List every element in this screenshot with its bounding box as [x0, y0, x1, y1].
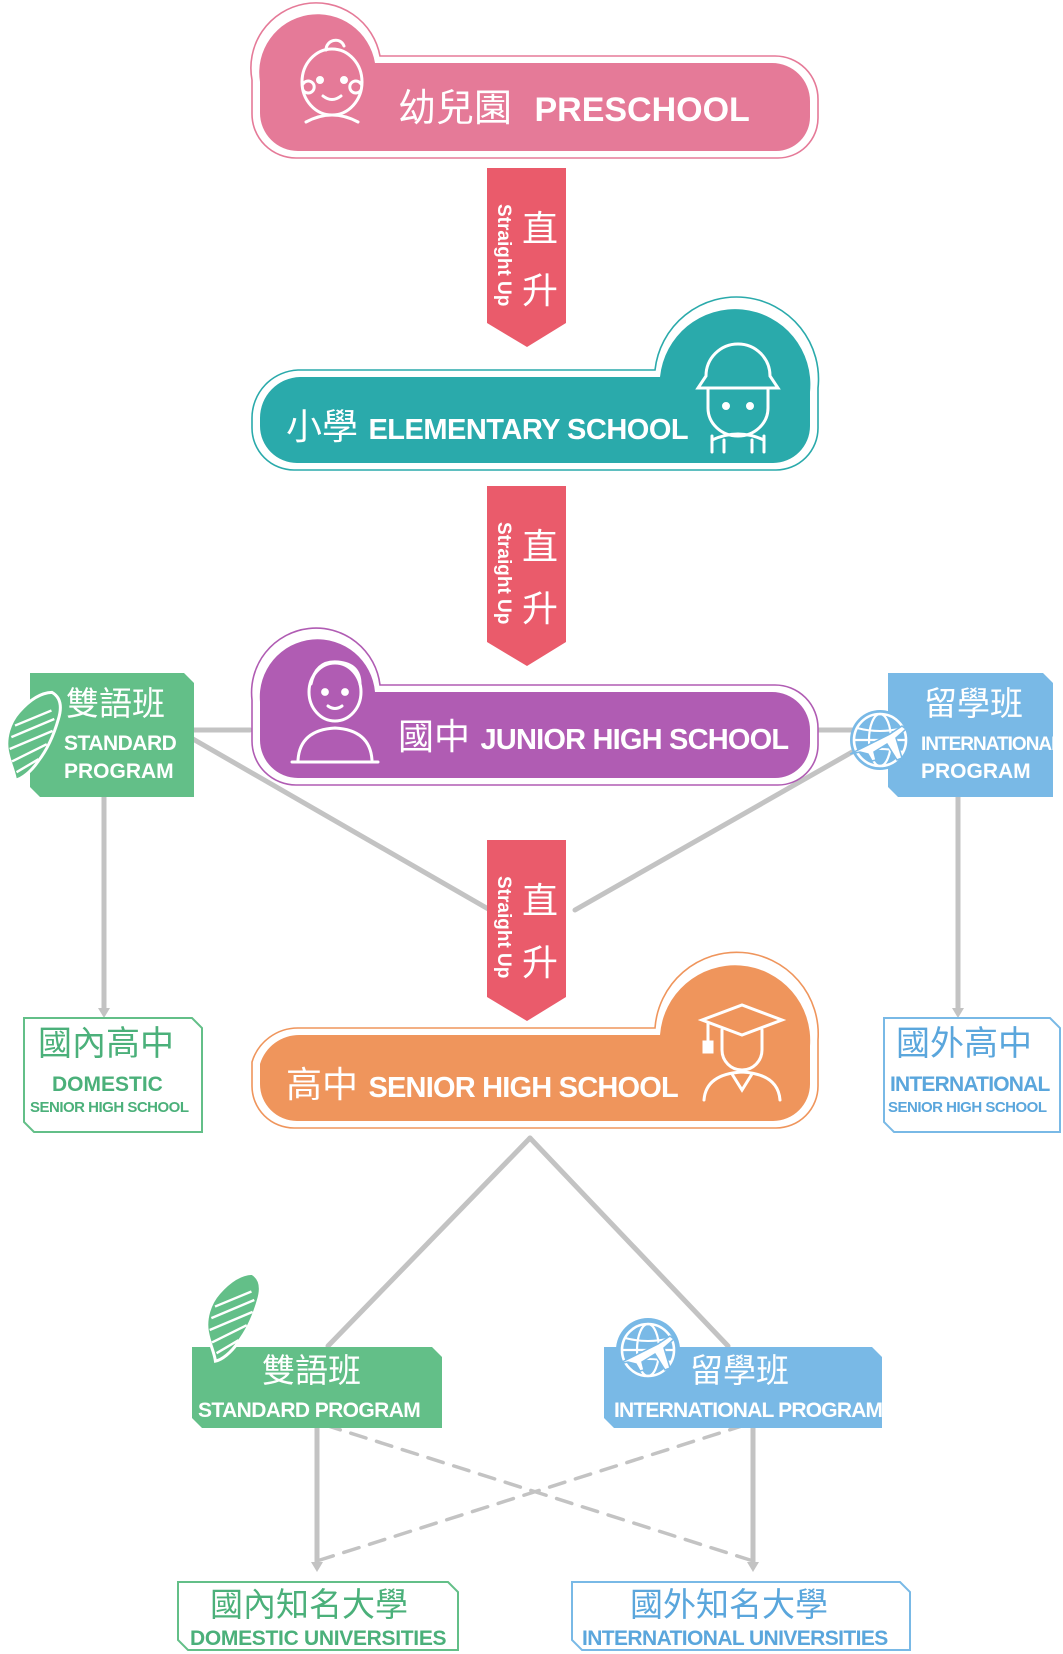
junior-banner — [250, 627, 819, 786]
senior-international-zh: 留學班 — [690, 1351, 789, 1390]
elementary-label: 小學 ELEMENTARY SCHOOL — [286, 407, 689, 448]
domestic-hs-box — [23, 1017, 203, 1133]
international-uni-zh: 國外知名大學 — [630, 1585, 828, 1624]
connector-senior-to-standard — [325, 1135, 533, 1349]
international-uni-box — [571, 1581, 911, 1651]
graduate-icon — [697, 1003, 787, 1102]
preschool-label: 幼兒園 PRESCHOOL — [398, 89, 750, 127]
boy-icon — [290, 660, 380, 764]
child-cap-icon — [695, 342, 781, 454]
arrow-1-en: Straight Up — [493, 204, 514, 307]
junior-international-zh: 留學班 — [924, 684, 1023, 723]
elementary-banner — [251, 296, 820, 471]
domestic-uni-box — [177, 1581, 459, 1651]
senior-international-box — [604, 1318, 882, 1428]
junior-standard-zh: 雙語班 — [66, 684, 165, 723]
international-hs-en1: INTERNATIONAL — [890, 1073, 1050, 1096]
elementary-en: ELEMENTARY SCHOOL — [368, 414, 689, 446]
junior-standard-box — [5, 673, 194, 797]
baby-icon — [300, 38, 364, 124]
junior-standard-en2: PROGRAM — [64, 760, 174, 783]
preschool-zh: 幼兒園 — [398, 86, 513, 130]
globe-plane-icon-right — [848, 710, 910, 770]
domestic-hs-en2: SENIOR HIGH SCHOOL — [30, 1099, 189, 1116]
arrow-2-zh2: 升 — [522, 589, 559, 630]
junior-label: 國中 JUNIOR HIGH SCHOOL — [398, 717, 789, 758]
junior-international-box — [848, 673, 1053, 797]
junior-international-en1: INTERNATIONAL — [921, 734, 1063, 755]
senior-en: SENIOR HIGH SCHOOL — [368, 1072, 678, 1104]
international-uni-en: INTERNATIONAL UNIVERSITIES — [582, 1627, 888, 1650]
taiwan-map-icon-bottom — [205, 1271, 262, 1363]
arrow-3-zh2: 升 — [522, 943, 559, 984]
senior-label: 高中 SENIOR HIGH SCHOOL — [286, 1065, 679, 1106]
domestic-uni-en: DOMESTIC UNIVERSITIES — [190, 1627, 447, 1650]
arrow-3-en: Straight Up — [493, 876, 514, 979]
connector-international-to-senior — [572, 732, 885, 913]
arrow-2-en: Straight Up — [493, 522, 514, 625]
domestic-uni-zh: 國內知名大學 — [210, 1585, 408, 1624]
junior-en: JUNIOR HIGH SCHOOL — [480, 724, 789, 756]
arrow-3-zh1: 直 — [522, 881, 559, 922]
international-hs-zh: 國外高中 — [896, 1024, 1032, 1064]
international-hs-en2: SENIOR HIGH SCHOOL — [888, 1099, 1047, 1116]
senior-zh: 高中 — [286, 1065, 359, 1106]
arrow-2-zh1: 直 — [522, 527, 559, 568]
connector-standard-to-senior — [183, 732, 493, 913]
domestic-hs-zh: 國內高中 — [38, 1024, 174, 1064]
globe-plane-icon-bottom — [616, 1318, 680, 1382]
preschool-en: PRESCHOOL — [534, 91, 750, 129]
straight-up-arrow-1 — [487, 168, 566, 347]
connector-arrowheads — [98, 1008, 964, 1572]
connector-lines — [101, 727, 961, 1565]
domestic-hs-en1: DOMESTIC — [52, 1073, 163, 1096]
senior-standard-en: STANDARD PROGRAM — [198, 1399, 421, 1422]
elementary-zh: 小學 — [286, 407, 359, 448]
arrow-1-zh1: 直 — [522, 209, 559, 250]
connector-cross-2 — [318, 1423, 747, 1562]
straight-up-arrow-2 — [487, 486, 566, 666]
junior-international-en2: PROGRAM — [921, 760, 1031, 783]
international-hs-box — [883, 1017, 1061, 1133]
senior-banner — [251, 951, 820, 1129]
preschool-banner — [250, 2, 819, 159]
junior-zh: 國中 — [398, 717, 471, 758]
senior-standard-box — [192, 1271, 442, 1428]
taiwan-map-icon-left — [5, 690, 62, 782]
straight-up-arrow-3 — [487, 840, 566, 1021]
connector-senior-to-international — [527, 1135, 731, 1349]
senior-standard-zh: 雙語班 — [262, 1351, 361, 1390]
junior-standard-en1: STANDARD — [64, 732, 177, 755]
arrow-1-zh2: 升 — [522, 271, 559, 312]
senior-international-en: INTERNATIONAL PROGRAM — [614, 1399, 883, 1422]
